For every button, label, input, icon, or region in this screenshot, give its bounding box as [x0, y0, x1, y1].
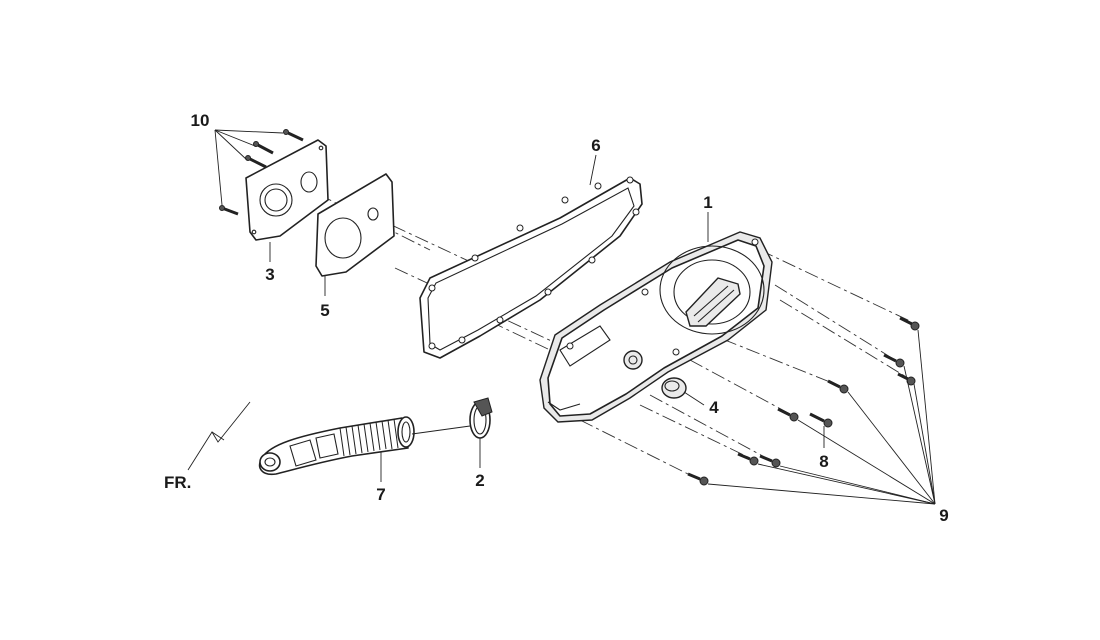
- front-label: FR.: [164, 473, 191, 492]
- callout-2: 2: [475, 471, 484, 490]
- callout-10: 10: [191, 111, 210, 130]
- callout-6: 6: [591, 136, 600, 155]
- callout-1: 1: [703, 193, 712, 212]
- front-direction-arrow: [187, 401, 251, 471]
- cover-part-1: [539, 231, 773, 423]
- callout-5: 5: [320, 301, 329, 320]
- clamp-part-2: [469, 397, 493, 439]
- callout-8: 8: [819, 452, 828, 471]
- plate-part-3: [245, 139, 329, 241]
- callout-3: 3: [265, 265, 274, 284]
- callout-7: 7: [376, 485, 385, 504]
- air-duct-part-7: [258, 416, 415, 476]
- callout-labels: 1 2 3 4 5 6 7 8 9 10 FR.: [164, 111, 949, 525]
- plug-part-4: [661, 377, 687, 399]
- leader-lines: [214, 129, 936, 505]
- screws-part-10: [219, 129, 304, 216]
- gasket-part-6: [419, 176, 643, 359]
- bolt-part-8: [809, 412, 833, 428]
- callout-9: 9: [939, 506, 948, 525]
- gasket-part-5: [315, 173, 395, 277]
- callout-4: 4: [709, 398, 719, 417]
